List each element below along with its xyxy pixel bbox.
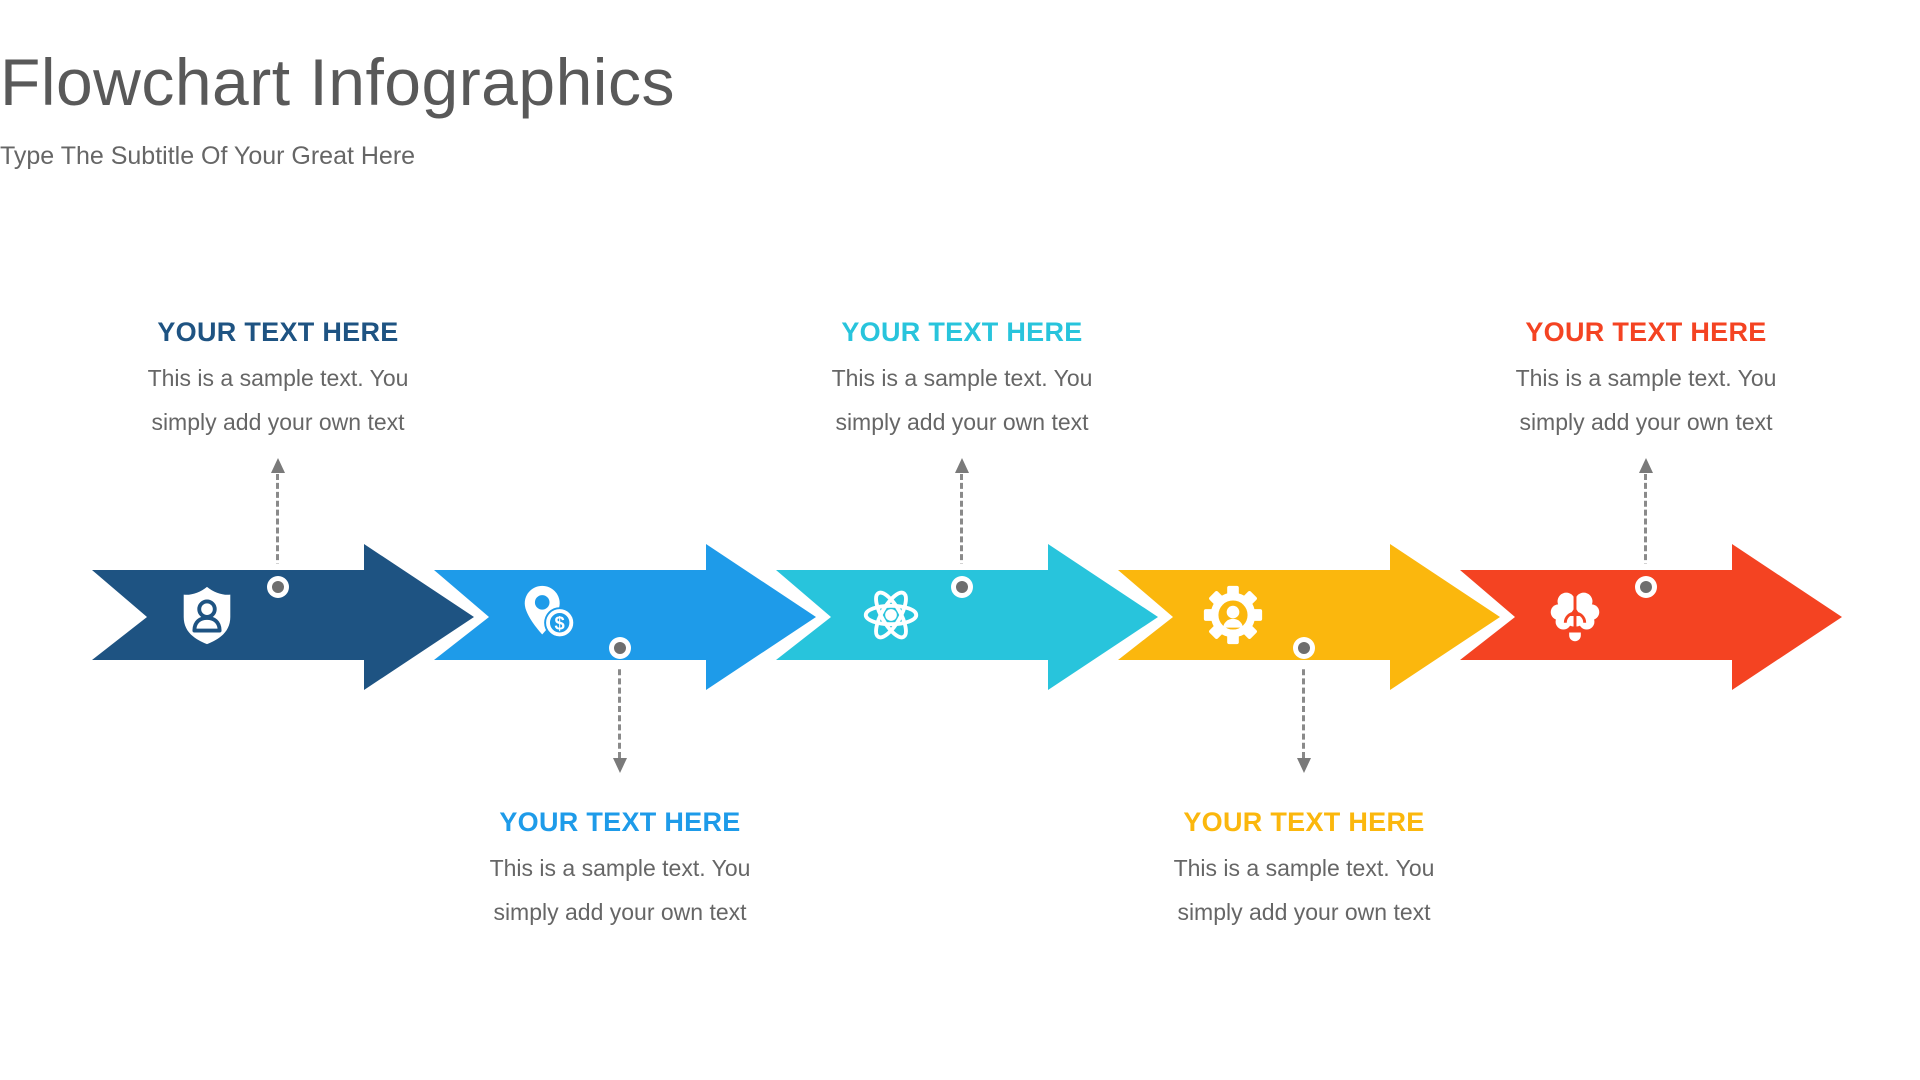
gear-user-icon [1203,585,1263,645]
connector-dot [267,576,289,598]
shield-user-icon [183,586,231,645]
dashed-connector [1644,474,1647,578]
step-heading: YOUR TEXT HERE [1525,317,1767,347]
step-label-3: YOUR TEXT HERE This is a sample text. Yo… [772,316,1152,444]
step-body-text: This is a sample text. You simply add yo… [831,365,1093,435]
connector-dot [1293,637,1315,659]
dashed-connector [276,474,279,578]
page-title: Flowchart Infographics [0,45,675,119]
connector-arrowhead-up [271,458,285,473]
step-body-text: This is a sample text. You simply add yo… [1515,365,1777,435]
step-heading: YOUR TEXT HERE [841,317,1083,347]
connector-dot [951,576,973,598]
dashed-connector [960,474,963,578]
svg-text:$: $ [555,613,565,634]
arrow-shape-5 [1453,537,1849,697]
arrow-shape-4 [1111,537,1507,697]
step-heading: YOUR TEXT HERE [157,317,399,347]
connector-arrowhead-down [1297,758,1311,773]
step-label-2: YOUR TEXT HERE This is a sample text. Yo… [430,806,810,934]
connector-dot [1635,576,1657,598]
dashed-connector [618,660,621,758]
map-pin-dollar-icon: $ [524,585,576,639]
connector-arrowhead-up [1639,458,1653,473]
step-heading: YOUR TEXT HERE [499,807,741,837]
step-label-1: YOUR TEXT HERE This is a sample text. Yo… [88,316,468,444]
arrow-shape-3 [769,537,1165,697]
step-label-5: YOUR TEXT HERE This is a sample text. Yo… [1456,316,1836,444]
step-body-text: This is a sample text. You simply add yo… [1173,855,1435,925]
step-label-4: YOUR TEXT HERE This is a sample text. Yo… [1114,806,1494,934]
brain-idea-icon [1550,592,1600,642]
arrow-shape-2 [427,537,823,697]
step-body-text: This is a sample text. You simply add yo… [489,855,751,925]
connector-dot [609,637,631,659]
arrow-shape-1 [85,537,481,697]
connector-arrowhead-down [613,758,627,773]
step-heading: YOUR TEXT HERE [1183,807,1425,837]
page-subtitle: Type The Subtitle Of Your Great Here [0,142,416,170]
step-body-text: This is a sample text. You simply add yo… [147,365,409,435]
dashed-connector [1302,660,1305,758]
connector-arrowhead-up [955,458,969,473]
atom-icon [863,590,919,640]
